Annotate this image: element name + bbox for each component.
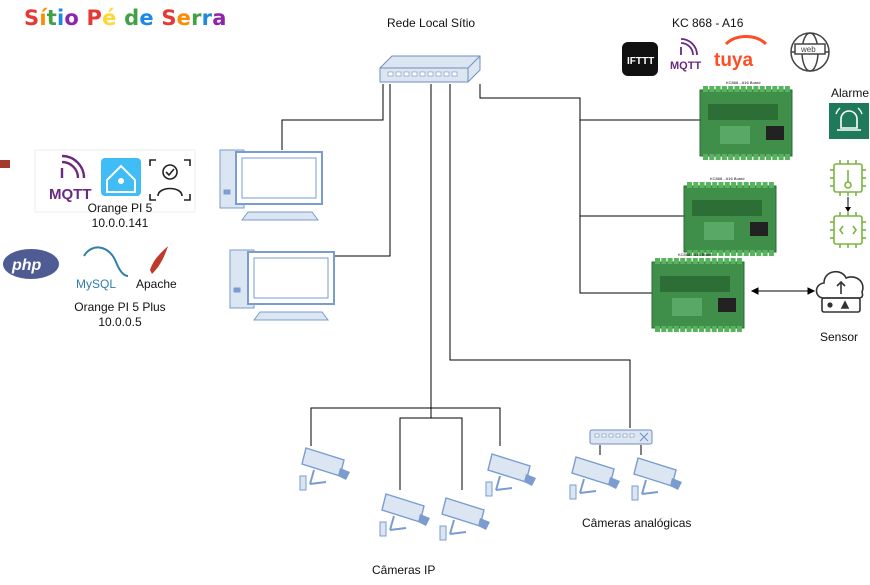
php-icon: php: [3, 249, 59, 279]
camera-icon: [439, 497, 490, 541]
link-switch-server1: [281, 84, 384, 150]
svg-text:tuya: tuya: [714, 50, 754, 71]
board-label: KC868 - A16 Board: [678, 252, 712, 257]
connection-lines: [281, 84, 700, 490]
server2-ip: 10.0.0.5: [98, 315, 142, 329]
mqtt-icon: [60, 154, 86, 179]
controller-board-icon: KC868 - A16 Board: [699, 80, 793, 160]
ip-cameras-label: Câmeras IP: [372, 563, 436, 577]
web-globe-icon: web: [790, 32, 830, 72]
alarm-label: Alarme: [831, 86, 870, 100]
processor-chip-icon: [830, 212, 866, 248]
svg-text:php: php: [11, 257, 42, 274]
link-switch-boards: [479, 84, 652, 294]
analog-switch: [589, 429, 653, 445]
controller-title: KC 868 - A16: [672, 16, 744, 30]
svg-text:web: web: [800, 45, 816, 54]
server1-name: Orange PI 5: [87, 201, 153, 215]
link-switch-server2: [332, 84, 391, 257]
board-label: KC868 - A16 Board: [726, 80, 760, 85]
mqtt-icon: [680, 38, 698, 56]
camera-icon: [379, 493, 430, 537]
apache-icon: Apache: [136, 246, 177, 291]
sensor-link-arrow: [750, 287, 816, 295]
computer-icon-server1: [219, 149, 323, 221]
home-assistant-icon: [101, 158, 141, 196]
server1-services: MQTT: [34, 149, 196, 213]
svg-text:MQTT: MQTT: [670, 60, 701, 72]
sensor-label: Sensor: [820, 330, 859, 344]
tuya-icon: tuya: [714, 35, 768, 71]
switch-label: Rede Local Sítio: [387, 16, 476, 30]
edge-marker: [0, 160, 10, 168]
camera-icon: [299, 447, 350, 491]
ifttt-icon: IFTTT: [622, 42, 658, 76]
ip-cameras: [299, 447, 536, 541]
server2-name: Orange PI 5 Plus: [74, 300, 166, 314]
analog-cameras-label: Câmeras analógicas: [582, 516, 692, 530]
server1-ip: 10.0.0.141: [91, 216, 149, 230]
sensor-cloud-icon: [815, 270, 864, 313]
svg-text:Apache: Apache: [136, 277, 177, 291]
network-switch: [379, 55, 481, 83]
face-recognition-icon: [149, 159, 191, 201]
svg-text:IFTTT: IFTTT: [627, 56, 654, 67]
link-switch-analog: [449, 84, 631, 428]
camera-icon: [485, 453, 536, 497]
svg-text:MySQL: MySQL: [76, 277, 116, 291]
svg-text:MQTT: MQTT: [49, 186, 92, 203]
board-label: KC868 - A16 Board: [710, 176, 744, 181]
temperature-chip-icon: [830, 160, 866, 196]
controller-board-icon: KC868 - A16 Board: [651, 252, 745, 332]
camera-icon: [631, 457, 682, 501]
analog-cameras: [569, 456, 682, 501]
controller-board-icon: KC868 - A16 Board: [683, 176, 777, 256]
computer-icon-server2: [229, 249, 335, 321]
mysql-icon: MySQL: [76, 246, 129, 291]
camera-icon: [569, 456, 620, 500]
brand-title: Sítio Pé de Serra: [24, 6, 227, 30]
integration-icons: IFTTT MQTT tuya web: [622, 32, 830, 76]
server2-services: php MySQL Apache: [3, 246, 177, 291]
alarm-icon: [829, 103, 869, 139]
